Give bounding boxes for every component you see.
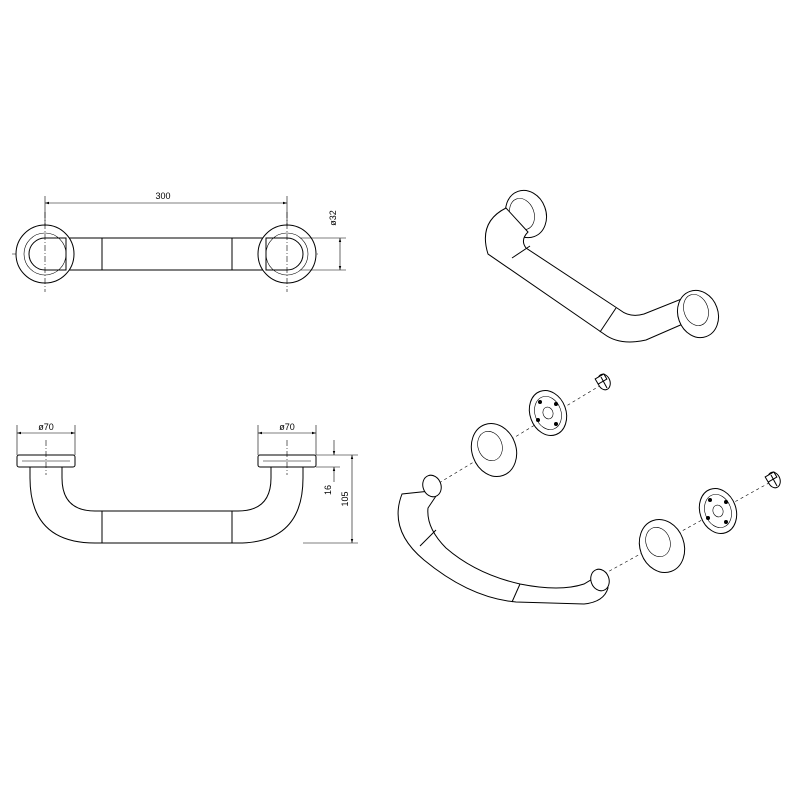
exploded-view <box>397 373 781 605</box>
dimension-flange-left-label: ø70 <box>38 422 54 432</box>
dimension-flange-height-label: 16 <box>323 485 333 495</box>
dimension-length-label: 300 <box>155 191 170 201</box>
exploded-mounting-plate-lower <box>698 488 738 534</box>
exploded-mounting-plate-upper <box>528 390 568 436</box>
top-view: 300 ø32 <box>12 191 346 292</box>
exploded-bar <box>397 489 609 605</box>
explosion-axis <box>603 477 779 575</box>
bar-segment-line <box>599 307 617 333</box>
front-view: ø70 ø70 16 105 <box>16 422 358 544</box>
dimension-projection-label: 105 <box>340 491 350 506</box>
flange-ring <box>676 289 720 339</box>
top-view-bar <box>59 237 273 271</box>
bar-segment-line <box>419 529 437 547</box>
bar-end <box>422 474 442 498</box>
front-view-bar <box>29 466 304 544</box>
explosion-axis <box>433 381 607 487</box>
dimension-flange-right-label: ø70 <box>279 422 295 432</box>
flange-inner-ring <box>683 294 709 326</box>
exploded-screw-upper <box>594 373 611 391</box>
isometric-view <box>484 189 720 343</box>
isometric-bar <box>484 207 695 343</box>
bar-end <box>590 568 610 592</box>
dimension-tube-diameter-label: ø32 <box>328 210 338 226</box>
bar-segment-line <box>511 245 531 259</box>
exploded-flange-ring-lower <box>638 519 686 573</box>
exploded-flange-ring-upper <box>470 423 518 477</box>
bar-segment-line <box>511 583 521 603</box>
exploded-screw-lower <box>764 471 781 489</box>
